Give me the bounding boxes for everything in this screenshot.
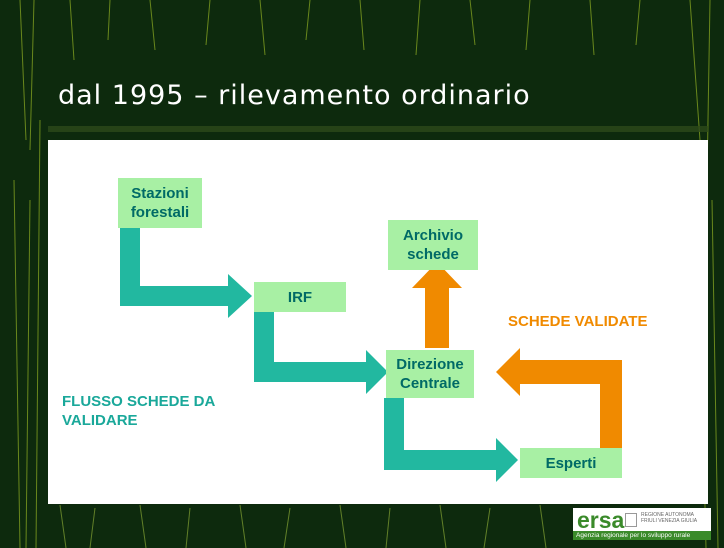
node-irf: IRF [254,282,346,312]
label-schede-validate: SCHEDE VALIDATE [508,313,648,330]
ersa-logo: ersa REGIONE AUTONOMA FRIULI VENEZIA GIU… [573,508,711,540]
node-stazioni: Stazioni forestali [118,178,202,228]
arrow-stazioni-irf [120,228,252,318]
node-esperti: Esperti [520,448,622,478]
label-flusso-da-validare: FLUSSO SCHEDE DA VALIDARE [62,393,215,429]
logo-subtitle: Agenzia regionale per lo sviluppo rurale [573,531,711,540]
arrow-direzione-archivio [412,262,462,348]
logo-region: REGIONE AUTONOMA FRIULI VENEZIA GIULIA [641,512,698,524]
node-archivio: Archivio schede [388,220,478,270]
flow-arrows [120,228,622,482]
region-emblem-icon [625,513,637,527]
diagram-panel: Stazioni forestali Archivio schede IRF D… [48,140,708,504]
arrow-direzione-esperti [384,398,518,482]
node-direzione: Direzione Centrale [386,350,474,398]
arrow-esperti-direzione [496,348,622,448]
slide-title: dal 1995 – rilevamento ordinario [58,80,531,111]
arrow-irf-direzione [254,312,388,394]
logo-wordmark: ersa [577,507,625,533]
